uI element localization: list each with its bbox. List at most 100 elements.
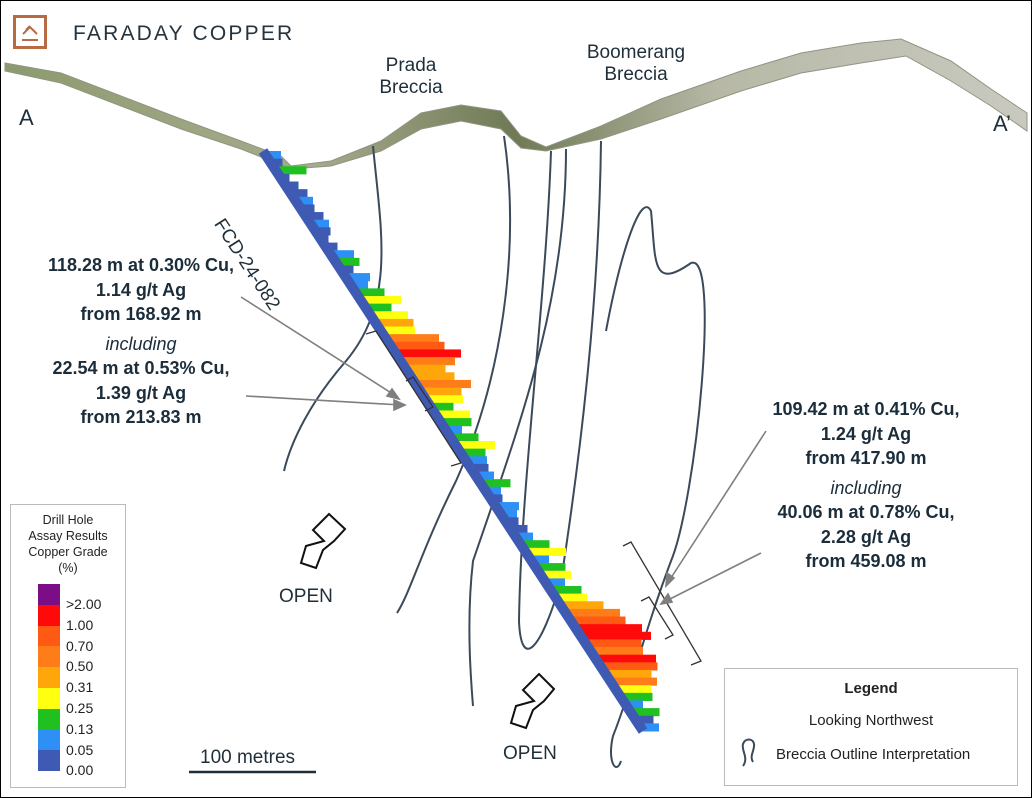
assay-bar xyxy=(590,647,643,656)
assay-bar xyxy=(640,723,659,732)
grade-legend-title: Assay Results xyxy=(28,529,108,543)
grade-swatch-label: 1.00 xyxy=(66,616,94,633)
label-line: Breccia xyxy=(604,64,668,85)
assay-bar xyxy=(555,593,587,602)
assay-bar xyxy=(535,563,566,572)
assay-bar xyxy=(310,219,329,228)
assay-bar xyxy=(360,296,401,305)
assay-bar xyxy=(515,532,533,541)
grade-swatch-label: 0.05 xyxy=(66,741,94,758)
ann-line: 118.28 m at 0.30% Cu, xyxy=(47,255,235,275)
assay-bar xyxy=(540,570,571,579)
assay-bar xyxy=(305,212,324,221)
legend-breccia-outline: Breccia Outline Interpretation xyxy=(776,746,971,763)
assay-bar xyxy=(520,540,550,549)
ann-line: 1.24 g/t Ag xyxy=(820,423,912,444)
assay-bar xyxy=(380,326,415,335)
ann-line: 1.14 g/t Ag xyxy=(95,279,187,300)
assay-bar xyxy=(575,624,642,633)
grade-swatch-label: 0.31 xyxy=(66,679,94,696)
assay-bar xyxy=(445,425,462,434)
ann-line: from 417.90 m xyxy=(805,448,927,468)
legend-view-direction: Looking Northwest xyxy=(808,712,934,729)
ann-line: 40.06 m at 0.78% Cu, xyxy=(777,502,955,522)
grade-swatch xyxy=(38,667,60,688)
grade-swatch-label: 0.13 xyxy=(66,720,94,737)
assay-bar xyxy=(480,479,511,488)
label-line: Breccia xyxy=(379,77,443,98)
assay-bar xyxy=(485,486,501,495)
grade-swatch xyxy=(38,625,60,647)
open-label: OPEN xyxy=(279,586,333,607)
assay-bar xyxy=(570,616,626,625)
assay-bar xyxy=(565,608,620,618)
assay-bar xyxy=(625,700,643,709)
assay-bar xyxy=(620,692,653,701)
assay-bar xyxy=(390,341,445,350)
assay-bar xyxy=(545,578,565,587)
assay-bar xyxy=(525,547,566,556)
assay-bar xyxy=(500,509,517,518)
ann-line: 22.54 m at 0.53% Cu, xyxy=(52,358,230,378)
label-line: Prada xyxy=(385,55,437,76)
assay-bar xyxy=(600,662,658,671)
assay-bar xyxy=(550,586,582,595)
open-arrow-icon xyxy=(299,512,347,570)
assay-bar xyxy=(585,639,642,648)
grade-legend-title: (%) xyxy=(58,561,78,575)
legend-title: Legend xyxy=(844,680,898,697)
ann-line: 1.39 g/t Ag xyxy=(95,382,187,403)
grade-swatch-label: 0.00 xyxy=(66,762,94,779)
assay-bar xyxy=(290,189,308,198)
assay-bar xyxy=(410,372,455,381)
assay-bar xyxy=(355,288,385,297)
assay-bar xyxy=(370,311,408,320)
grade-swatch xyxy=(38,584,60,605)
open-arrow-icon xyxy=(509,672,556,730)
prada-breccia-outline xyxy=(283,145,383,472)
assay-bar xyxy=(475,471,494,480)
assay-bar xyxy=(315,227,331,236)
grade-swatch-label: 0.70 xyxy=(66,637,94,654)
assay-bar xyxy=(530,555,549,564)
assay-bar xyxy=(435,410,470,419)
section-end-label: A’ xyxy=(993,111,1011,136)
section-start-label: A xyxy=(19,105,34,130)
callout-arrows xyxy=(240,296,767,606)
ground-surface xyxy=(4,38,1028,170)
assay-bar xyxy=(385,334,439,343)
assay-bar xyxy=(505,517,519,526)
grade-swatch xyxy=(38,646,60,668)
brand-name: FARADAY COPPER xyxy=(73,22,295,45)
ann-including: including xyxy=(830,477,902,498)
assay-bar xyxy=(395,349,461,358)
grade-legend-title: Copper Grade xyxy=(28,545,108,559)
ann-line: 2.28 g/t Ag xyxy=(820,526,912,547)
assay-bar xyxy=(470,463,489,473)
assay-bar xyxy=(455,441,495,450)
grade-swatch xyxy=(38,729,60,751)
ann-line: from 213.83 m xyxy=(80,407,202,427)
assay-bar xyxy=(460,448,486,457)
grade-legend-title: Drill Hole xyxy=(42,513,94,527)
drill-hole-trace xyxy=(258,148,648,734)
grade-legend: Drill Hole Assay Results Copper Grade (%… xyxy=(10,504,126,788)
grade-swatch xyxy=(38,708,60,730)
assay-bar xyxy=(275,166,307,175)
assay-bar xyxy=(300,204,315,213)
grade-swatch-label: 0.25 xyxy=(66,700,94,716)
assay-bar xyxy=(415,379,471,389)
label-line: Boomerang xyxy=(586,42,686,63)
assay-bar xyxy=(405,364,446,373)
open-label: OPEN xyxy=(503,743,557,764)
assay-bar xyxy=(285,181,299,190)
grade-swatch xyxy=(38,750,60,772)
upper-intercept-annotation: 118.28 m at 0.30% Cu, 1.14 g/t Ag from 1… xyxy=(21,253,261,430)
open-arrow-icons xyxy=(299,512,556,730)
assay-bar xyxy=(400,357,455,366)
ann-line: 109.42 m at 0.41% Cu, xyxy=(772,399,960,419)
assay-bar xyxy=(605,669,652,679)
assay-bar xyxy=(440,418,472,427)
